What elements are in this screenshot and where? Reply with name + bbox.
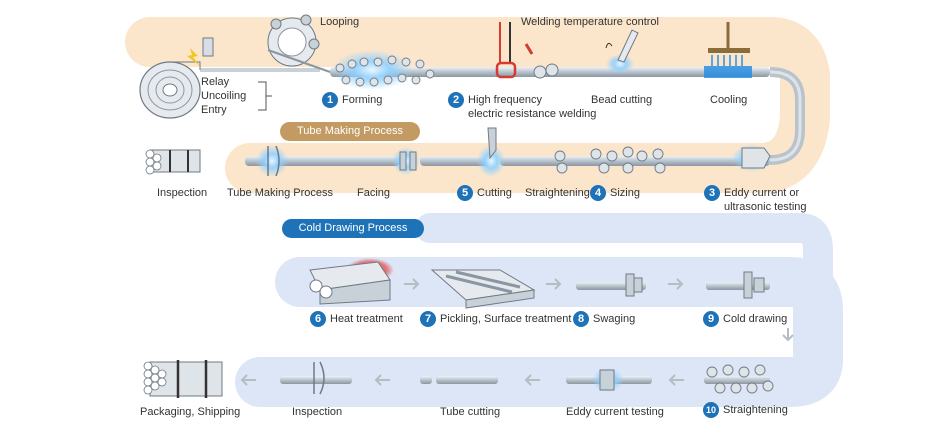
bead-cutter-icon <box>605 29 639 74</box>
step-number-badge: 6 <box>310 311 326 327</box>
tube-middle <box>245 156 770 166</box>
eddy-current-coil-icon <box>566 368 652 392</box>
step-label: Swaging <box>593 313 636 325</box>
facing-label: Facing <box>357 187 391 199</box>
drawing-die-icon <box>706 271 770 299</box>
furnace-icon <box>309 258 394 305</box>
step-label: Forming <box>342 94 383 106</box>
straightener-rollers-icon <box>704 364 774 394</box>
step-9: 9 Cold drawing <box>703 311 788 327</box>
step-number-badge: 7 <box>420 311 436 327</box>
step-4: 4 Sizing <box>590 185 640 201</box>
inspection-bottom-label: Inspection <box>292 406 343 418</box>
facing-tool-icon <box>392 147 420 175</box>
step-label: Eddy current or ultrasonic testing <box>724 187 807 213</box>
step-number-badge: 10 <box>703 402 719 418</box>
step-label: Cutting <box>477 187 512 199</box>
step-number-badge: 8 <box>573 311 589 327</box>
relay-bracket <box>258 81 272 111</box>
step-number-badge: 5 <box>457 185 473 201</box>
tube-bundle-icon <box>143 360 223 398</box>
sizing-rollers-icon <box>554 146 666 174</box>
welding-temperature-control-label: Welding temperature control <box>521 16 659 28</box>
step-5: 5 Cutting <box>457 185 512 201</box>
step-label: Cold drawing <box>723 313 788 325</box>
cooling-shower-icon <box>704 22 752 78</box>
step-label: Straightening <box>723 404 788 416</box>
steel-coil-icon <box>139 61 201 119</box>
step-10: 10 Straightening <box>703 402 788 418</box>
lightning-relay-icon <box>187 37 214 66</box>
step-number-badge: 1 <box>322 92 338 108</box>
cutting-blade-icon <box>477 127 505 177</box>
arrow-left-icon <box>240 278 794 386</box>
tube-making-process-pill: Tube Making Process <box>280 122 420 141</box>
induction-coil-icon <box>495 22 559 79</box>
eddy-probe-icon <box>732 144 772 172</box>
straightening-top-label: Straightening <box>525 187 590 199</box>
tube-cutting-label: Tube cutting <box>440 406 501 418</box>
tube-cutting-icon <box>420 376 498 384</box>
step-number-badge: 4 <box>590 185 606 201</box>
inspection-gauge-icon <box>280 361 352 395</box>
looping-roller-icon <box>267 14 331 73</box>
step-3: 3 Eddy current or ultrasonic testing <box>704 185 807 214</box>
cooling-label: Cooling <box>710 94 748 106</box>
step-6: 6 Heat treatment <box>310 311 403 327</box>
cold-drawing-process-pill: Cold Drawing Process <box>282 219 424 238</box>
step-1: 1 Forming <box>322 92 383 108</box>
bead-cutting-label: Bead cutting <box>591 94 653 106</box>
tube-bundle-icon <box>145 149 201 175</box>
entry-label: Entry <box>201 104 227 116</box>
inspection-top-label: Inspection <box>157 187 208 199</box>
relay-label: Relay <box>201 76 230 88</box>
inspection-gauge-icon <box>256 145 288 177</box>
step-number-badge: 2 <box>448 92 464 108</box>
forming-rollers-icon <box>332 50 435 90</box>
pickling-tank-icon <box>430 269 536 309</box>
eddy-current-testing-label: Eddy current testing <box>566 406 664 418</box>
packaging-shipping-label: Packaging, Shipping <box>140 406 241 418</box>
step-label: High frequency electric resistance weldi… <box>468 94 597 120</box>
cold-drawing-band <box>235 213 843 407</box>
looping-label: Looping <box>320 16 360 28</box>
step-2: 2 High frequency electric resistance wel… <box>448 92 597 121</box>
uncoiling-label: Uncoiling <box>201 90 247 102</box>
step-8: 8 Swaging <box>573 311 636 327</box>
step-7: 7 Pickling, Surface treatment <box>420 311 572 327</box>
swaging-die-icon <box>576 273 646 297</box>
step-number-badge: 3 <box>704 185 720 201</box>
step-label: Heat treatment <box>330 313 403 325</box>
step-label: Pickling, Surface treatment <box>440 313 572 325</box>
step-number-badge: 9 <box>703 311 719 327</box>
step-label: Sizing <box>610 187 640 199</box>
tube-making-process-row-label: Tube Making Process <box>227 187 333 199</box>
